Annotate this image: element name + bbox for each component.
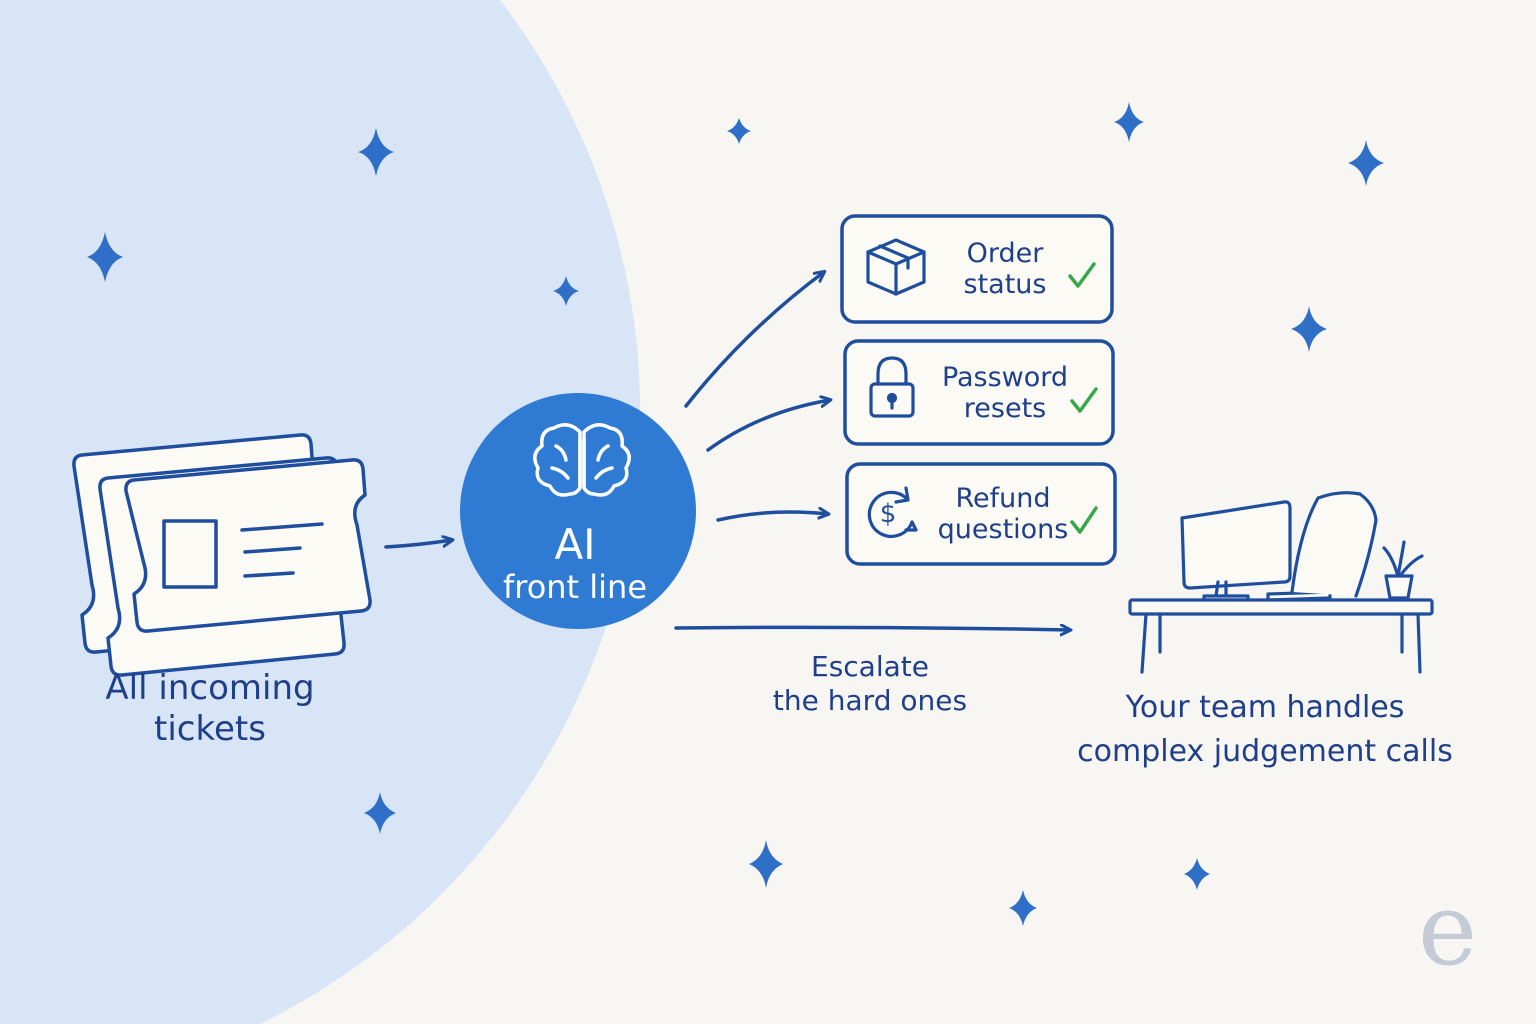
route-label-password-resets: Password resets	[930, 362, 1080, 424]
route-label-order-status: Order status	[930, 238, 1080, 300]
tickets-label-line1: All incoming	[105, 668, 315, 708]
route-label-line1: Password	[941, 362, 1069, 393]
route-label-refund-questions: Refund questions	[928, 483, 1078, 545]
team-label: Your team handles complex judgement call…	[1070, 686, 1460, 773]
sparkle-icon	[727, 118, 751, 144]
team-label-line1: Your team handles	[1125, 690, 1405, 725]
brand-logo: e	[1418, 871, 1478, 988]
arrow-to-password-resets	[706, 400, 830, 452]
ticket-stack-icon	[72, 433, 372, 677]
team-label-line2: complex judgement calls	[1077, 733, 1453, 769]
ai-subtitle: front line	[502, 568, 648, 606]
sparkle-icon	[1114, 102, 1144, 142]
arrow-to-order-status	[684, 272, 824, 408]
sparkle-icon	[749, 840, 783, 888]
check-icons	[1068, 262, 1098, 534]
route-box-password-resets	[843, 339, 1115, 446]
sparkle-icon	[87, 232, 123, 282]
arrow-escalate	[674, 627, 1070, 630]
check-icon	[1068, 262, 1096, 288]
sparkle-icons	[87, 102, 1384, 926]
sparkle-icon	[1348, 140, 1384, 186]
route-label-line1: Refund	[955, 483, 1051, 514]
escalate-label-line1: Escalate	[811, 650, 929, 683]
route-label-line1: Order	[966, 238, 1044, 269]
sparkle-icon	[553, 276, 579, 306]
sparkle-icon	[364, 792, 396, 834]
sparkle-icon	[1291, 306, 1327, 352]
route-label-line2: status	[963, 269, 1047, 301]
lock-icon	[869, 356, 915, 418]
sparkle-icon	[1009, 890, 1037, 926]
brain-icon	[533, 423, 631, 497]
tickets-label-line2: tickets	[154, 708, 266, 749]
ai-title: AI	[554, 520, 596, 569]
route-label-line2: resets	[963, 393, 1047, 425]
escalate-label-line2: the hard ones	[772, 683, 968, 717]
svg-text:$: $	[880, 499, 897, 529]
ai-circle	[460, 393, 696, 629]
package-icon	[866, 238, 926, 296]
escalate-label: Escalate the hard ones	[760, 650, 980, 717]
arrow-to-refund-questions	[716, 512, 828, 522]
route-box-refund-questions	[845, 462, 1117, 566]
route-label-line2: questions	[937, 514, 1069, 546]
sparkle-icon	[358, 128, 394, 176]
tickets-label: All incoming tickets	[90, 668, 330, 750]
check-icon	[1070, 506, 1098, 534]
sparkle-icon	[1184, 858, 1210, 890]
desk-workstation-icon	[1128, 491, 1434, 674]
route-box-order-status	[840, 214, 1114, 324]
check-icon	[1070, 387, 1098, 413]
refund-dollar-icon: $	[867, 486, 918, 539]
arrow-to-ai	[384, 540, 452, 549]
